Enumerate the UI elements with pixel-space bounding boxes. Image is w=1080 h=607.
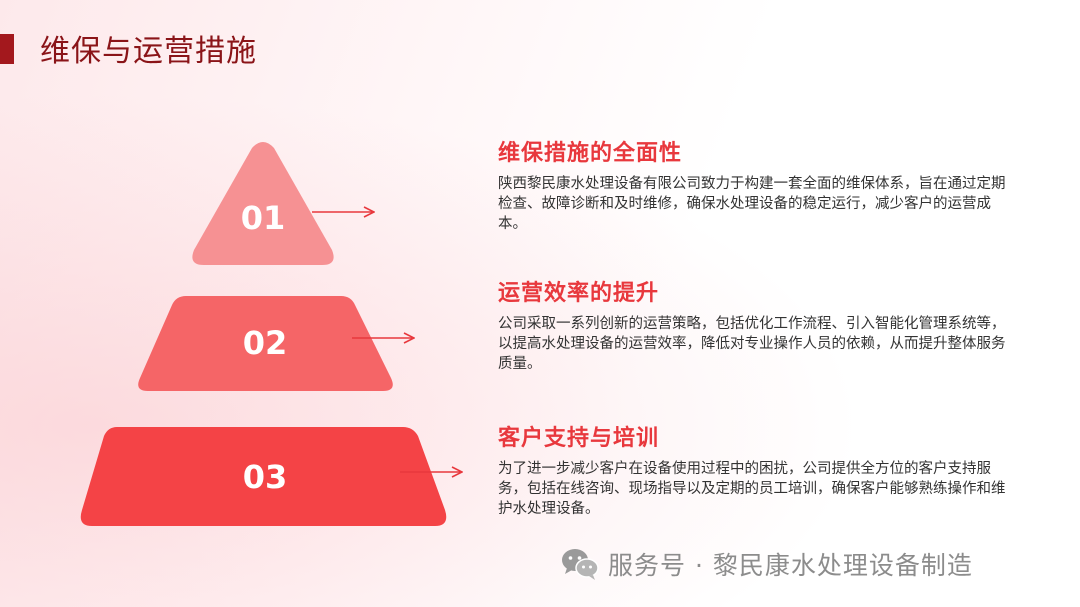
tier-3-number: 03: [243, 458, 288, 496]
pyramid-tier-2: [138, 296, 393, 391]
watermark-text: 服务号 · 黎民康水处理设备制造: [608, 551, 973, 580]
page-title: 维保与运营措施: [40, 34, 257, 69]
item-body: 公司采取一系列创新的运营策略，包括优化工作流程、引入智能化管理系统等，以提高水处…: [498, 316, 1006, 372]
tier-2-number: 02: [243, 324, 288, 362]
item-efficiency: 运营效率的提升 公司采取一系列创新的运营策略，包括优化工作流程、引入智能化管理系…: [498, 280, 1008, 374]
item-heading: 维保措施的全面性: [498, 141, 683, 166]
item-heading: 客户支持与培训: [498, 426, 660, 451]
item-body: 为了进一步减少客户在设备使用过程中的困扰，公司提供全方位的客户支持服务，包括在线…: [498, 461, 1006, 517]
item-body: 陕西黎民康水处理设备有限公司致力于构建一套全面的维保体系，旨在通过定期检查、故障…: [498, 176, 1006, 232]
pyramid-tier-1: [192, 142, 334, 265]
title-accent-bar: [0, 34, 14, 64]
tier-1-number: 01: [241, 199, 286, 237]
watermark: 服务号 · 黎民康水处理设备制造: [560, 544, 973, 584]
wechat-icon: [562, 549, 599, 580]
item-support: 客户支持与培训 为了进一步减少客户在设备使用过程中的困扰，公司提供全方位的客户支…: [498, 425, 1008, 519]
item-maintenance: 维保措施的全面性 陕西黎民康水处理设备有限公司致力于构建一套全面的维保体系，旨在…: [498, 140, 1008, 234]
pyramid-tier-3: [80, 427, 447, 526]
item-heading: 运营效率的提升: [498, 281, 660, 306]
